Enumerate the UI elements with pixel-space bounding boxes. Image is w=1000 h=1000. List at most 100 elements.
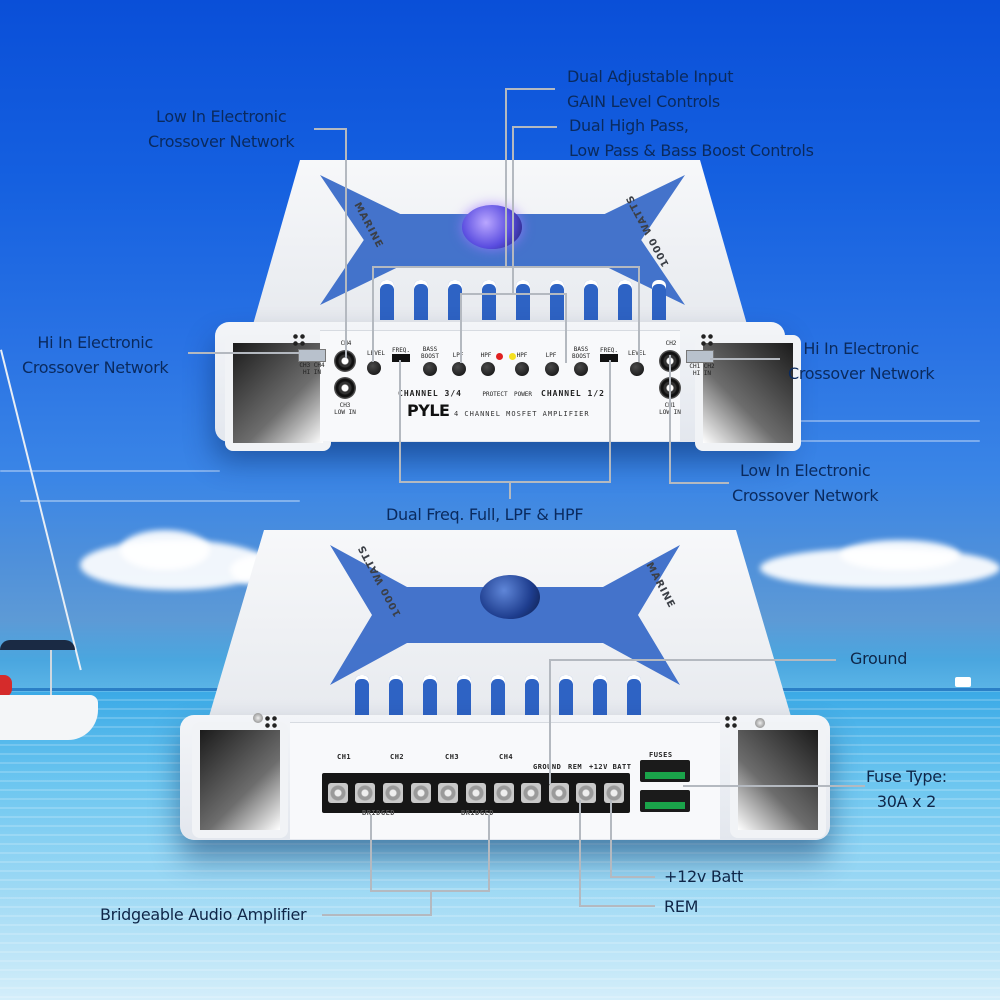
boat-bimini	[0, 640, 75, 650]
leader-line	[430, 890, 432, 914]
boat-hull	[0, 695, 98, 740]
amp-subtitle: 4 CHANNEL MOSFET AMPLIFIER	[454, 410, 590, 418]
leader-line	[399, 360, 401, 482]
rca-ch3[interactable]	[334, 377, 356, 399]
leader-line	[188, 352, 300, 354]
lpf-knob-right[interactable]	[545, 362, 559, 376]
vent-holes	[700, 333, 714, 347]
freq-switch-left[interactable]	[392, 354, 410, 362]
hpf-knob-right[interactable]	[515, 362, 529, 376]
callout-line: Low Pass & Bass Boost Controls	[569, 141, 814, 160]
leader-line	[370, 815, 372, 891]
freq-switch-right[interactable]	[600, 354, 618, 362]
terminal-screw-ch4-pos[interactable]	[493, 783, 514, 803]
leader-line	[609, 360, 611, 482]
hi-in-connector-right[interactable]	[686, 350, 714, 363]
gain-knob-left[interactable]	[367, 361, 381, 375]
fuses-label: FUSES	[649, 751, 673, 759]
power-led	[509, 353, 516, 360]
callout-line: Crossover Network	[732, 486, 879, 505]
bass-boost-right-label: BASS BOOST	[571, 346, 591, 360]
leader-line	[683, 785, 865, 787]
callout-line: Crossover Network	[148, 132, 295, 151]
callout-line: Hi In Electronic	[803, 339, 919, 358]
screw	[253, 713, 263, 723]
hpf-knob-left[interactable]	[481, 362, 495, 376]
terminal-screw-ch2-pos[interactable]	[383, 783, 404, 803]
leader-line	[488, 815, 490, 891]
left-heat-tunnel	[192, 722, 288, 838]
rca-ch4[interactable]	[334, 350, 356, 372]
callout-low-in-right: Low In Electronic Crossover Network	[732, 458, 879, 508]
hpf-left-label: HPF	[480, 352, 492, 359]
terminal-screw-batt[interactable]	[604, 783, 625, 803]
gain-knob-right[interactable]	[630, 362, 644, 376]
terminal-screw-ch3-pos[interactable]	[438, 783, 459, 803]
boat-lifebuoy	[0, 675, 12, 697]
ch4-label: CH4	[499, 753, 514, 761]
leader-line	[669, 482, 729, 484]
lpf-right-label: LPF	[545, 352, 557, 359]
leader-line	[638, 266, 640, 362]
fuse-2[interactable]	[640, 790, 690, 812]
bass-boost-knob-right[interactable]	[574, 362, 588, 376]
leader-line	[460, 293, 462, 363]
leader-line	[345, 128, 347, 358]
heatsink-slots	[355, 675, 641, 715]
leader-line	[314, 128, 346, 130]
callout-ground: Ground	[850, 649, 908, 668]
callout-hi-in-right: Hi In Electronic Crossover Network	[788, 336, 935, 386]
cloud-streak	[680, 420, 980, 422]
callout-line: Fuse Type:	[866, 767, 947, 786]
callout-line: Crossover Network	[788, 364, 935, 383]
power-label: POWER	[513, 391, 533, 398]
leader-line	[399, 481, 611, 483]
level-left-label: LEVEL	[366, 350, 386, 357]
bass-boost-knob-left[interactable]	[423, 362, 437, 376]
terminal-screw-ch2-neg[interactable]	[410, 783, 431, 803]
terminal-screw-ch1-pos[interactable]	[327, 783, 348, 803]
level-right-label: LEVEL	[627, 350, 647, 357]
leader-line	[579, 905, 655, 907]
leader-line	[610, 800, 612, 877]
callout-fuse-type: Fuse Type: 30A x 2	[866, 764, 947, 814]
pyle-logo	[480, 575, 540, 619]
hi-in-right-label: CH1 CH2 HI IN	[689, 363, 715, 377]
terminal-screw-ch3-neg[interactable]	[465, 783, 486, 803]
lpf-knob-left[interactable]	[452, 362, 466, 376]
fuse-1[interactable]	[640, 760, 690, 782]
vent-holes	[264, 715, 278, 729]
callout-hi-in-left: Hi In Electronic Crossover Network	[22, 330, 169, 380]
callout-line: Dual High Pass,	[569, 116, 689, 135]
leader-line	[460, 293, 566, 295]
channel-12-label: CHANNEL 1/2	[541, 389, 605, 398]
callout-line: Low In Electronic	[740, 461, 871, 480]
distant-ship	[955, 677, 971, 687]
bridged-left-label: BRIDGED	[362, 809, 396, 817]
rem-terminal-label: REM	[568, 763, 583, 771]
ch3-low-in-label: CH3 LOW IN	[334, 402, 356, 416]
sailboat	[0, 640, 100, 750]
cloud-streak	[720, 440, 980, 442]
leader-line	[505, 88, 555, 90]
hpf-right-label: HPF	[516, 352, 528, 359]
freq-left-label: FREQ.	[391, 347, 411, 354]
terminal-screw-rem[interactable]	[576, 783, 597, 803]
leader-line	[509, 481, 511, 499]
cloud	[840, 540, 960, 570]
hi-in-connector-left[interactable]	[298, 349, 326, 362]
callout-line: Low In Electronic	[156, 107, 287, 126]
leader-line	[610, 876, 655, 878]
callout-low-in-left: Low In Electronic Crossover Network	[148, 104, 295, 154]
callout-line: Hi In Electronic	[37, 333, 153, 352]
terminal-screw-ch1-neg[interactable]	[355, 783, 376, 803]
batt-terminal-label: +12V BATT	[589, 763, 632, 771]
terminal-screw-ch4-neg[interactable]	[521, 783, 542, 803]
boat-frame	[50, 650, 52, 700]
terminal-screw-ground[interactable]	[548, 783, 569, 803]
leader-line	[669, 355, 671, 483]
cloud	[120, 530, 210, 570]
channel-34-label: CHANNEL 3/4	[398, 389, 462, 398]
callout-line: Dual Adjustable Input	[567, 67, 734, 86]
